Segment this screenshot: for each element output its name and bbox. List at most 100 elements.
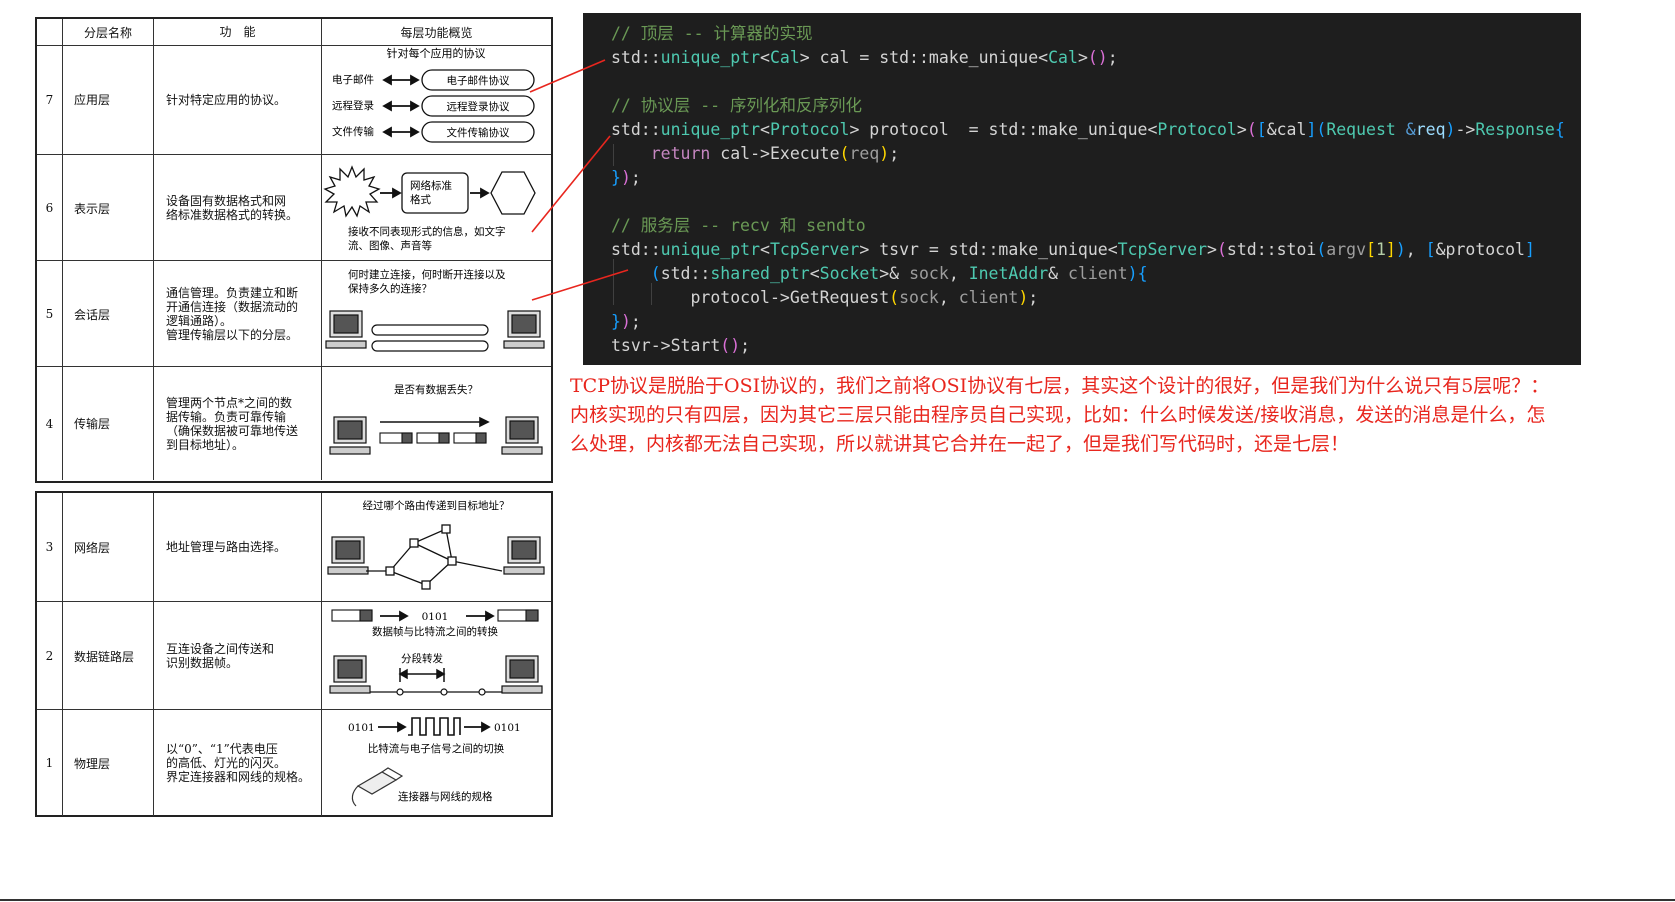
hexagon-icon	[490, 171, 536, 215]
fig-caption-2: 流、图像、声音等	[348, 239, 432, 252]
layer-number: 5	[37, 261, 63, 367]
code-editor: // 顶层 -- 计算器的实现 std::unique_ptr<Cal> cal…	[583, 13, 1581, 365]
fig-caption: 数据帧与比特流之间的转换	[372, 625, 498, 638]
osi-header-row: 分层名称 功 能 每层功能概览	[37, 19, 551, 46]
transport-figure: 是否有数据丢失？	[322, 367, 551, 480]
connector-icon	[351, 767, 404, 807]
header-overview: 每层功能概览	[400, 25, 473, 40]
router-graph	[366, 524, 503, 590]
fig-box-file-protocol: 文件传输协议	[447, 126, 510, 139]
code-line-10: std::unique_ptr<TcpServer> tsvr = std::m…	[611, 240, 1535, 259]
fig-box-line2: 格式	[410, 193, 431, 206]
layer-name: 传输层	[63, 367, 154, 480]
annotation-line-presentation	[531, 135, 611, 233]
network-figure: 经过哪个路由传递到目标地址？	[322, 493, 551, 601]
note-line-2: 内核实现的只有四层，因为其它三层只能由程序员自己实现，比如：什么时候发送/接收消…	[570, 404, 1546, 426]
fig-bits-in: 0101	[348, 722, 375, 734]
fig-caption: 比特流与电子信号之间的切换	[368, 742, 505, 755]
fig-label-email: 电子邮件	[332, 73, 374, 86]
fig-hop-label: 分段转发	[401, 652, 443, 665]
layer-number: 6	[37, 155, 63, 261]
layer-number: 2	[37, 602, 63, 710]
layer-number: 3	[37, 493, 63, 601]
fig-bits-out: 0101	[494, 722, 521, 734]
fig-title: 针对每个应用的协议	[387, 46, 486, 60]
code-line-7: });	[611, 168, 641, 187]
computer-icon	[501, 416, 543, 455]
arrow-right-icon	[380, 416, 490, 428]
osi-table-lower: 3 网络层 地址管理与路由选择。 经过哪个路由传递到目标地址？	[35, 491, 553, 817]
arrow-right-icon	[380, 187, 490, 199]
layer-row-physical: 1 物理层 以“0”、“1”代表电压 的高低、灯光的闪灭。 界定连接器和网线的规…	[37, 709, 551, 816]
note-line-1: TCP协议是脱胎于OSI协议的，我们之前将OSI协议有七层，其实这个设计的很好，…	[570, 375, 1550, 397]
layer-function: 通信管理。负责建立和断 开通信连接（数据流动的 逻辑通路）。 管理传输层以下的分…	[154, 261, 322, 367]
code-line-11: (std::shared_ptr<Socket>& sock, InetAddr…	[650, 264, 1148, 283]
double-arrow-icon	[398, 668, 446, 682]
layer-function: 管理两个节点*之间的数 据传输。负责可靠传输 （确保数据被可靠地传送 到目标地址…	[154, 367, 322, 480]
layer-row-presentation: 6 表示层 设备固有数据格式和网 络标准数据格式的转换。 网络标准 格式 接收不…	[37, 154, 551, 261]
layer-name: 表示层	[63, 155, 154, 261]
layer-function: 以“0”、“1”代表电压 的高低、灯光的闪灭。 界定连接器和网线的规格。	[154, 710, 322, 816]
session-figure: 何时建立连接，何时断开连接以及 保持多久的连接？	[322, 261, 551, 367]
data-link-figure: 0101 数据帧与比特流之间的转换 分段转发	[322, 602, 551, 710]
code-line-13: });	[611, 312, 641, 331]
code-line-14: tsvr->Start();	[611, 336, 751, 355]
layer-function: 地址管理与路由选择。	[154, 493, 322, 601]
layer-name: 数据链路层	[63, 602, 154, 710]
fig-caption-1: 何时建立连接，何时断开连接以及	[348, 268, 506, 281]
computer-icon	[327, 536, 369, 575]
fig-caption-2: 保持多久的连接？	[348, 282, 432, 295]
fig-caption: 经过哪个路由传递到目标地址？	[363, 499, 510, 512]
code-line-5: std::unique_ptr<Protocol> protocol = std…	[611, 120, 1565, 139]
computer-icon	[503, 536, 545, 575]
fig-label-file: 文件传输	[332, 125, 374, 138]
layer-row-data-link: 2 数据链路层 互连设备之间传送和 识别数据帧。 0101 数据帧与比特流之间的…	[37, 601, 551, 710]
layer-function: 针对特定应用的协议。	[154, 45, 322, 154]
layer-number: 7	[37, 45, 63, 154]
layer-number: 4	[37, 367, 63, 480]
code-comment-top: // 顶层 -- 计算器的实现	[611, 24, 813, 43]
code-comment-service: // 服务层 -- recv 和 sendto	[611, 216, 866, 235]
signal-wave-icon	[408, 717, 461, 736]
layer-function: 互连设备之间传送和 识别数据帧。	[154, 602, 322, 710]
computer-icon	[501, 655, 543, 694]
layer-row-network: 3 网络层 地址管理与路由选择。 经过哪个路由传递到目标地址？	[37, 493, 551, 601]
fig-caption: 是否有数据丢失？	[394, 383, 478, 396]
note-line-3: 么处理，内核都无法自己实现，所以就讲其它合并在一起了，但是我们写代码时，还是七层…	[570, 433, 1350, 455]
layer-name: 网络层	[63, 493, 154, 601]
arrow-right-icon	[378, 721, 491, 733]
code-line-2: std::unique_ptr<Cal> cal = std::make_uni…	[611, 48, 1118, 67]
starburst-icon	[323, 165, 381, 218]
layer-name: 物理层	[63, 710, 154, 816]
double-arrow-icon	[382, 74, 420, 138]
computer-icon	[329, 416, 371, 455]
annotation-note: TCP协议是脱胎于OSI协议的，我们之前将OSI协议有七层，其实这个设计的很好，…	[570, 372, 1670, 459]
annotation-line-app	[529, 59, 606, 93]
fig-caption-1: 接收不同表现形式的信息，如文字	[348, 225, 506, 238]
application-figure: 针对每个应用的协议 电子邮件 远程登录 文件传输 电子邮件协议	[322, 45, 551, 154]
computer-icon	[329, 655, 371, 694]
code-line-4: // 协议层 -- 序列化和反序列化	[611, 96, 862, 116]
layer-row-session: 5 会话层 通信管理。负责建立和断 开通信连接（数据流动的 逻辑通路）。 管理传…	[37, 260, 551, 367]
computer-icon	[325, 310, 367, 349]
fig-box-remote-protocol: 远程登录协议	[447, 100, 510, 113]
computer-icon	[503, 310, 545, 349]
osi-table-upper: 分层名称 功 能 每层功能概览 7 应用层 针对特定应用的协议。 针对每个应用的…	[35, 17, 553, 483]
header-layer-name: 分层名称	[63, 19, 154, 45]
layer-name: 会话层	[63, 261, 154, 367]
fig-bits: 0101	[422, 611, 449, 623]
fig-label-remote: 远程登录	[332, 99, 374, 112]
arrow-right-icon	[380, 610, 495, 622]
code-line-9: // 服务层 -- recv 和 sendto	[611, 216, 866, 236]
physical-figure: 0101 0101 比特流与电子信号之间的切换 连接器与网线的规格	[322, 710, 551, 816]
layer-row-transport: 4 传输层 管理两个节点*之间的数 据传输。负责可靠传输 （确保数据被可靠地传送…	[37, 366, 551, 480]
fig-box-line1: 网络标准	[410, 179, 452, 192]
fig-caption-2: 连接器与网线的规格	[398, 790, 493, 803]
layer-number: 1	[37, 710, 63, 816]
layer-function: 设备固有数据格式和网 络标准数据格式的转换。	[154, 155, 322, 261]
code-line-12: protocol->GetRequest(sock, client);	[690, 288, 1039, 307]
code-comment-protocol: // 协议层 -- 序列化和反序列化	[611, 96, 863, 115]
presentation-figure: 网络标准 格式 接收不同表现形式的信息，如文字 流、图像、声音等	[322, 155, 551, 261]
layer-name: 应用层	[63, 45, 154, 154]
